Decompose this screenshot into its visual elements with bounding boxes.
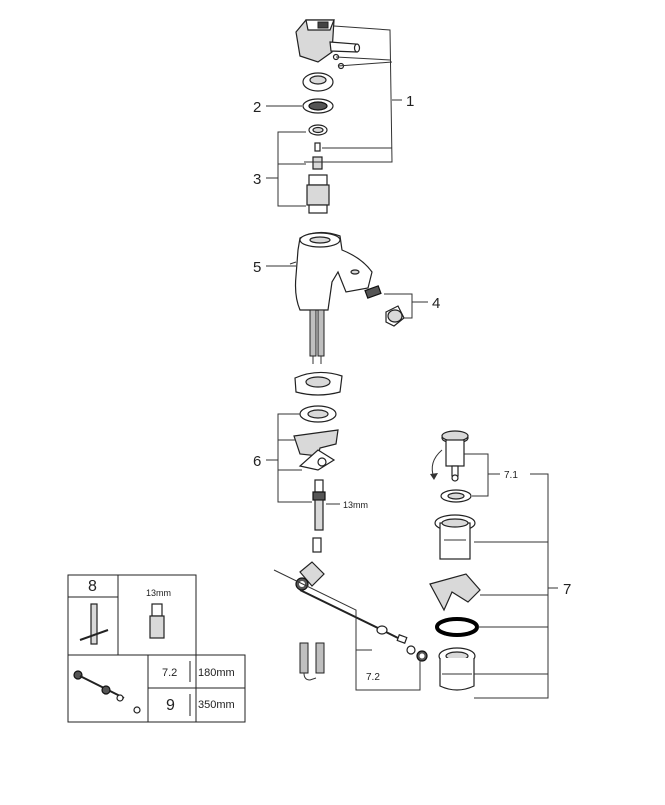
base-plate bbox=[294, 371, 343, 396]
callout-7-1: 7.1 bbox=[504, 470, 518, 481]
socket-icon bbox=[149, 603, 165, 639]
callout-5: 5 bbox=[253, 259, 261, 276]
cover-cap bbox=[302, 72, 334, 92]
table-cell-180mm: 180mm bbox=[198, 667, 235, 679]
waste-flange bbox=[434, 514, 476, 560]
tool-key-icon bbox=[79, 603, 109, 645]
waste-gasket bbox=[429, 573, 481, 612]
table-cell-13mm: 13mm bbox=[146, 588, 171, 598]
lever-handle bbox=[295, 19, 361, 63]
plug-head bbox=[430, 430, 469, 482]
flex-hoses bbox=[309, 309, 325, 364]
plug-seal bbox=[440, 489, 472, 503]
table-cell-9: 9 bbox=[166, 697, 175, 714]
o-ring bbox=[435, 617, 479, 637]
callout-2: 2 bbox=[253, 99, 261, 116]
callout-6: 6 bbox=[253, 453, 261, 470]
pop-up-linkage bbox=[295, 537, 428, 662]
waste-body bbox=[438, 647, 476, 691]
bushing bbox=[308, 124, 328, 136]
fixing-set bbox=[293, 405, 339, 531]
callout-7-2: 7.2 bbox=[366, 672, 380, 683]
table-cell-350mm: 350mm bbox=[198, 699, 235, 711]
callout-4: 4 bbox=[432, 295, 440, 312]
linkage-rod-icon bbox=[73, 670, 141, 714]
ring-nut bbox=[302, 98, 334, 114]
table-cell-8: 8 bbox=[88, 578, 97, 595]
callout-1: 1 bbox=[406, 93, 414, 110]
leader-lines bbox=[266, 25, 558, 699]
dimension-note: 13mm bbox=[343, 500, 368, 510]
callout-3: 3 bbox=[253, 171, 261, 188]
mixer-body bbox=[289, 231, 373, 311]
cartridge bbox=[306, 174, 330, 214]
inset-table bbox=[67, 574, 246, 723]
callout-7: 7 bbox=[563, 581, 571, 598]
grub-screw bbox=[312, 142, 323, 170]
swivel-aerator bbox=[364, 285, 405, 327]
water-hoses bbox=[299, 642, 325, 681]
table-cell-7-2: 7.2 bbox=[162, 667, 177, 679]
